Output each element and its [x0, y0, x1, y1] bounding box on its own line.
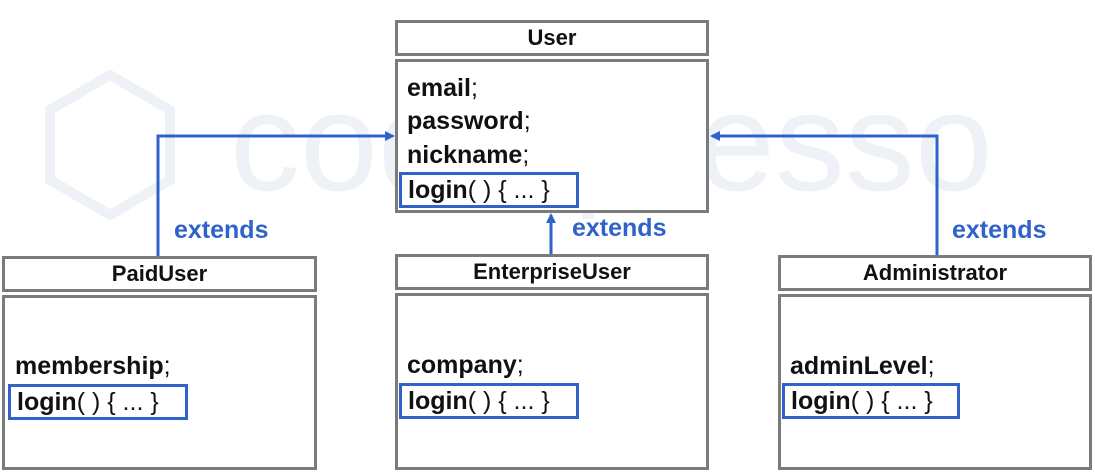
- user-class-title-text: User: [527, 25, 577, 50]
- paiduser-class-title-text: PaidUser: [111, 261, 208, 286]
- arrow-administrator-to-user: [710, 131, 939, 256]
- enterpriseuser-class-body: company; login( ) { ... }: [395, 293, 709, 470]
- administrator-method-login: login( ) { ... }: [782, 383, 960, 419]
- administrator-class-title: Administrator: [778, 255, 1092, 291]
- enterpriseuser-class-title: EnterpriseUser: [395, 254, 709, 290]
- paiduser-class-body: membership; login( ) { ... }: [2, 295, 317, 470]
- enterpriseuser-method-login: login( ) { ... }: [399, 383, 579, 419]
- extends-label-enterpriseuser: extends: [572, 214, 667, 242]
- administrator-class-body: adminLevel; login( ) { ... }: [778, 294, 1092, 470]
- user-class-title: User: [395, 20, 709, 56]
- user-class-body: email; password; nickname; login( ) { ..…: [395, 59, 709, 213]
- user-field-password: password;: [407, 107, 531, 135]
- user-field-email: email;: [407, 74, 478, 102]
- enterpriseuser-class-title-text: EnterpriseUser: [473, 259, 631, 284]
- paiduser-field-membership: membership;: [15, 352, 171, 380]
- arrow-paiduser-to-user: [156, 131, 395, 257]
- enterpriseuser-field-company: company;: [407, 351, 524, 379]
- user-method-login: login( ) { ... }: [399, 172, 579, 208]
- administrator-class-title-text: Administrator: [862, 260, 1008, 285]
- administrator-field-adminlevel: adminLevel;: [790, 352, 935, 380]
- user-field-nickname: nickname;: [407, 141, 530, 169]
- extends-label-paiduser: extends: [174, 216, 269, 244]
- extends-label-administrator: extends: [952, 216, 1047, 244]
- paiduser-class-title: PaidUser: [2, 256, 317, 292]
- paiduser-method-login: login( ) { ... }: [8, 384, 188, 420]
